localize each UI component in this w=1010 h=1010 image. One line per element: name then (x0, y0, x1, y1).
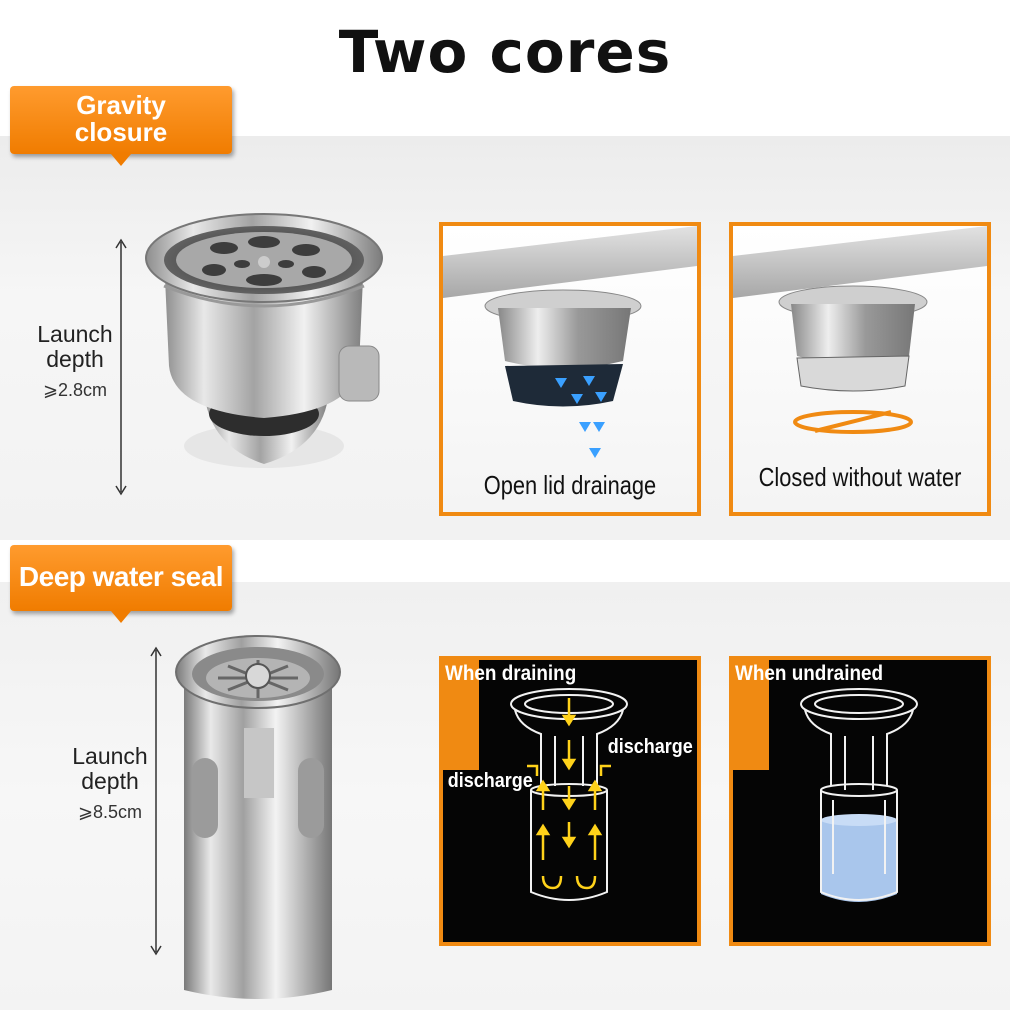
launch-depth-value-bottom: ⩾8.5cm (77, 802, 143, 822)
draining-accent-strip (443, 660, 479, 770)
gravity-tag-line2: closure (74, 117, 168, 148)
launch-depth-label-top: Launch depth ⩾2.8cm (28, 322, 122, 401)
open-lid-drainage-panel: Open lid drainage (439, 222, 701, 516)
undrained-accent-strip (733, 660, 769, 770)
launch-depth-arrow-bottom (149, 646, 163, 956)
closed-without-water-caption: Closed without water (758, 462, 962, 492)
discharge-label-right: discharge (607, 736, 693, 758)
discharge-label-left: discharge (447, 770, 533, 792)
deep-seal-core-product-image (168, 628, 348, 1010)
page-title: Two cores (338, 18, 672, 86)
gravity-closure-tag: Gravity closure (10, 86, 232, 166)
deep-water-seal-tag: Deep water seal (10, 545, 232, 623)
closed-without-water-panel: Closed without water (729, 222, 991, 516)
open-lid-drainage-caption: Open lid drainage (483, 470, 657, 500)
launch-depth-value-top: ⩾2.8cm (42, 380, 108, 400)
when-draining-panel: When draining discharge dis (439, 656, 701, 946)
launch-depth-arrow-top (114, 238, 128, 496)
when-draining-heading: When draining (445, 662, 577, 685)
gravity-core-product-image (124, 196, 414, 531)
when-undrained-heading: When undrained (735, 662, 884, 685)
gravity-tag-line1: Gravity (76, 90, 166, 120)
when-undrained-panel: When undrained (729, 656, 991, 946)
launch-depth-label-bottom: Launch depth ⩾8.5cm (62, 744, 158, 823)
